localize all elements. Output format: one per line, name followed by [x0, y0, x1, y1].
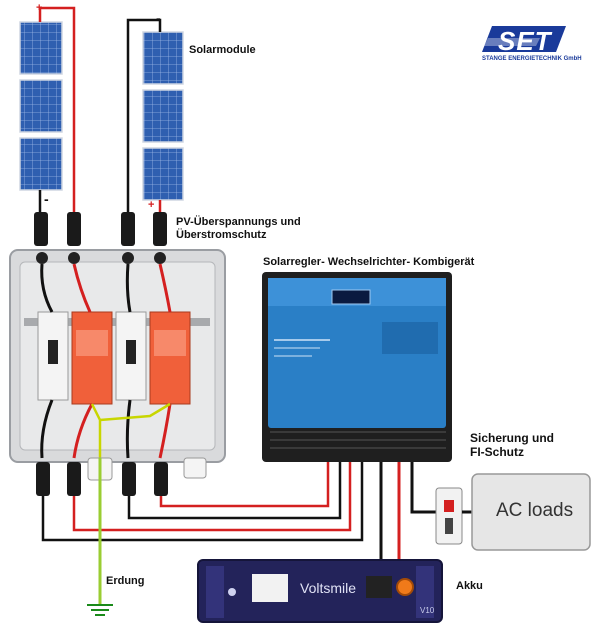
battery [197, 559, 443, 623]
inverter [262, 272, 452, 462]
polarity-minus-top-right: - [156, 10, 161, 26]
logo-subtitle: STANGE ENERGIETECHNIK GmbH [482, 56, 582, 62]
battery-model: V10 [420, 606, 435, 615]
label-fuse-line2: FI-Schutz [470, 445, 524, 459]
label-ac-loads: AC loads [496, 500, 574, 521]
polarity-plus-bottom-right: + [148, 199, 155, 211]
polarity-plus-top-left: + [36, 2, 43, 14]
mc4-connectors-bottom [36, 462, 168, 496]
solar-string-left [19, 21, 63, 191]
ac-loads-box [471, 473, 591, 551]
pv-wires [38, 6, 162, 212]
label-inverter: Solarregler- Wechselrichter- Kombigerät [263, 256, 475, 268]
combiner-box [9, 249, 226, 463]
label-fuse-line1: Sicherung und [470, 431, 554, 445]
label-pv-protection-line2: Überstromschutz [176, 229, 267, 241]
ac-battery-wires [379, 462, 436, 578]
cable-glands [87, 457, 207, 481]
ground-wire [87, 458, 113, 616]
set-logo [482, 26, 566, 52]
mc4-connectors-top [34, 212, 167, 246]
polarity-minus-bottom-left: - [44, 191, 49, 207]
label-erdung: Erdung [106, 575, 145, 587]
logo-text: SET [498, 26, 552, 56]
solar-string-right [142, 31, 184, 201]
label-pv-protection-line1: PV-Überspannungs und [176, 216, 301, 228]
battery-brand: Voltsmile [300, 580, 357, 596]
dc-wires [41, 462, 364, 542]
fuse-rcd [435, 487, 472, 545]
label-akku: Akku [456, 580, 483, 592]
label-solarmodule: Solarmodule [189, 44, 256, 56]
